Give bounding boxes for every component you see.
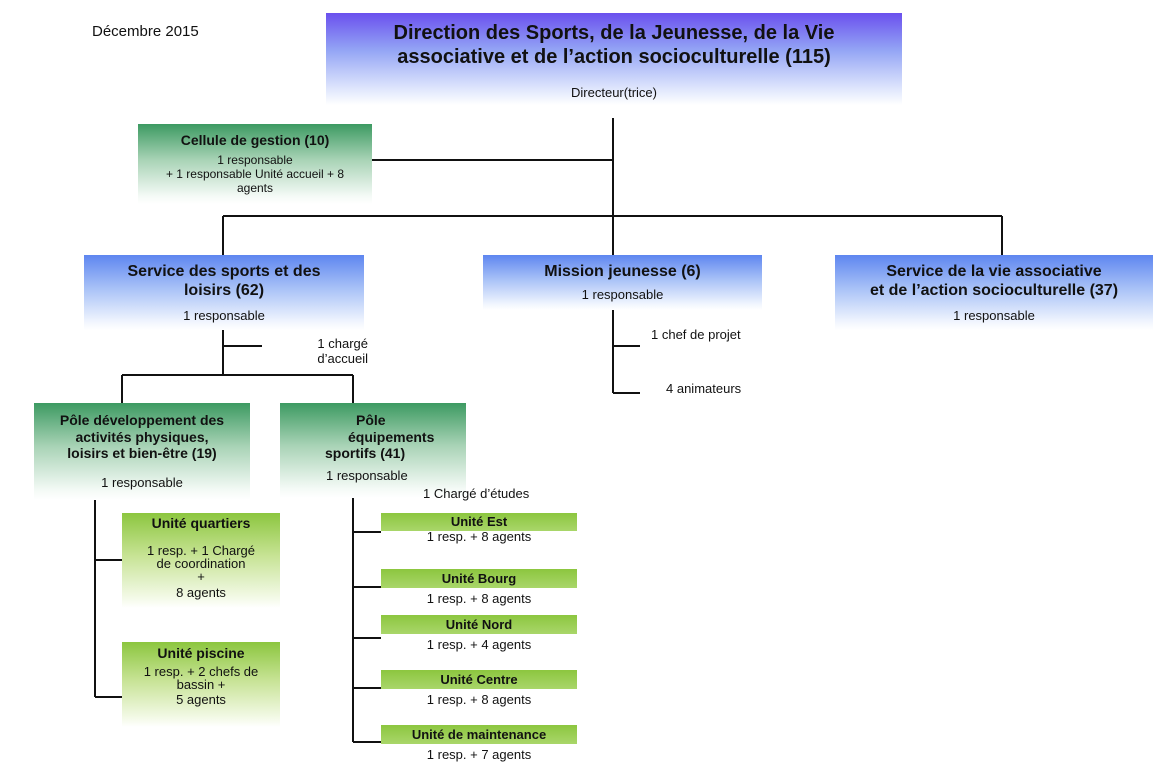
pole-dev-title-line2: activités physiques, bbox=[75, 428, 209, 445]
service-sports-title-line1: Service des sports et des bbox=[127, 263, 321, 280]
pole-equip-title-line3: sportifs (41) bbox=[325, 445, 406, 462]
unit-quartiers-box bbox=[122, 513, 280, 608]
service-vie-box bbox=[835, 255, 1153, 330]
mission-head: 1 responsable bbox=[581, 287, 664, 302]
unit-piscine-title: Unité piscine bbox=[157, 645, 245, 661]
unit-centre-title: Unité Centre bbox=[440, 672, 518, 687]
service-sports-head: 1 responsable bbox=[183, 308, 265, 323]
unit-nord-box bbox=[381, 615, 577, 634]
unit-bourg-detail: 1 resp. + 8 agents bbox=[426, 591, 532, 606]
pole-equip-title: Pôle équipements sportifs (41) bbox=[280, 412, 466, 462]
service-sports-title-line2: loisirs (62) bbox=[183, 281, 265, 299]
service-sports-side-line2: d’accueil bbox=[317, 350, 368, 366]
unit-centre-detail: 1 resp. + 8 agents bbox=[426, 692, 532, 707]
unit-maintenance-detail: 1 resp. + 7 agents bbox=[426, 747, 532, 762]
pole-dev-title-line3: loisirs et bien-être (19) bbox=[67, 445, 217, 462]
pole-equip-title-line1: Pôle bbox=[356, 412, 386, 428]
mission-box bbox=[483, 255, 762, 310]
unit-maintenance-title: Unité de maintenance bbox=[411, 727, 547, 742]
direction-title-line1: Direction des Sports, de la Jeunesse, de… bbox=[393, 22, 835, 44]
cellule-title: Cellule de gestion (10) bbox=[180, 132, 330, 148]
unit-est-detail: 1 resp. + 8 agents bbox=[426, 529, 532, 544]
pole-equip-box bbox=[280, 403, 466, 498]
cellule-line2: + 1 responsable Unité accueil + 8 bbox=[165, 166, 345, 181]
pole-dev-title-line1: Pôle développement des bbox=[59, 412, 225, 428]
unit-centre-box bbox=[381, 670, 577, 689]
unit-nord-detail: 1 resp. + 4 agents bbox=[426, 637, 532, 652]
unit-piscine-line2: bassin + bbox=[176, 677, 226, 692]
service-sports-side: 1 chargé d’accueil bbox=[268, 336, 368, 367]
service-vie-title-line1: Service de la vie associative bbox=[886, 263, 1102, 280]
unit-nord-title: Unité Nord bbox=[445, 617, 513, 632]
unit-bourg-box bbox=[381, 569, 577, 588]
date-label: Décembre 2015 bbox=[92, 23, 199, 40]
unit-quartiers-line1: 1 resp. + 1 Chargé bbox=[146, 543, 256, 558]
unit-quartiers-details: 1 resp. + 1 Chargé de coordination + 8 a… bbox=[122, 544, 280, 599]
direction-head: Directeur(trice) bbox=[571, 85, 657, 100]
cellule-box bbox=[138, 124, 372, 204]
unit-quartiers-line4: 8 agents bbox=[176, 585, 226, 600]
unit-quartiers-title: Unité quartiers bbox=[151, 515, 251, 531]
mission-item-animateurs: 4 animateurs bbox=[666, 381, 742, 396]
service-sports-box bbox=[84, 255, 364, 330]
pole-dev-box bbox=[34, 403, 250, 500]
unit-est-title: Unité Est bbox=[450, 514, 508, 529]
unit-bourg-title: Unité Bourg bbox=[441, 571, 517, 586]
unit-quartiers-line3: + bbox=[197, 569, 205, 584]
service-vie-head: 1 responsable bbox=[953, 308, 1035, 323]
service-vie-title: Service de la vie associative et de l’ac… bbox=[835, 263, 1153, 301]
direction-box bbox=[326, 13, 902, 105]
pole-dev-title: Pôle développement des activités physiqu… bbox=[34, 412, 250, 462]
service-vie-title-line2: et de l’action socioculturelle (37) bbox=[869, 281, 1119, 299]
unit-est-box bbox=[381, 513, 577, 531]
unit-quartiers-line2: de coordination bbox=[156, 556, 246, 571]
pole-dev-head: 1 responsable bbox=[101, 475, 183, 490]
direction-title-line2: associative et de l’action socioculturel… bbox=[397, 45, 831, 68]
mission-item-chef: 1 chef de projet bbox=[651, 327, 741, 342]
pole-equip-head: 1 responsable bbox=[326, 468, 408, 483]
pole-equip-title-line2: équipements bbox=[348, 428, 435, 445]
pole-equip-side: 1 Chargé d’études bbox=[423, 486, 530, 501]
unit-piscine-line1: 1 resp. + 2 chefs de bbox=[143, 664, 259, 679]
unit-maintenance-box bbox=[381, 725, 577, 744]
service-sports-title: Service des sports et des loisirs (62) bbox=[84, 263, 364, 301]
service-sports-side-line1: 1 chargé bbox=[317, 336, 368, 351]
unit-piscine-line3: 5 agents bbox=[176, 692, 226, 707]
unit-piscine-details: 1 resp. + 2 chefs de bassin + 5 agents bbox=[122, 665, 280, 706]
cellule-line1: 1 responsable bbox=[217, 153, 293, 167]
direction-title: Direction des Sports, de la Jeunesse, de… bbox=[326, 22, 902, 69]
mission-title: Mission jeunesse (6) bbox=[544, 263, 701, 280]
cellule-details: 1 responsable + 1 responsable Unité accu… bbox=[138, 153, 372, 195]
cellule-line3: agents bbox=[236, 180, 274, 195]
unit-piscine-box bbox=[122, 642, 280, 727]
